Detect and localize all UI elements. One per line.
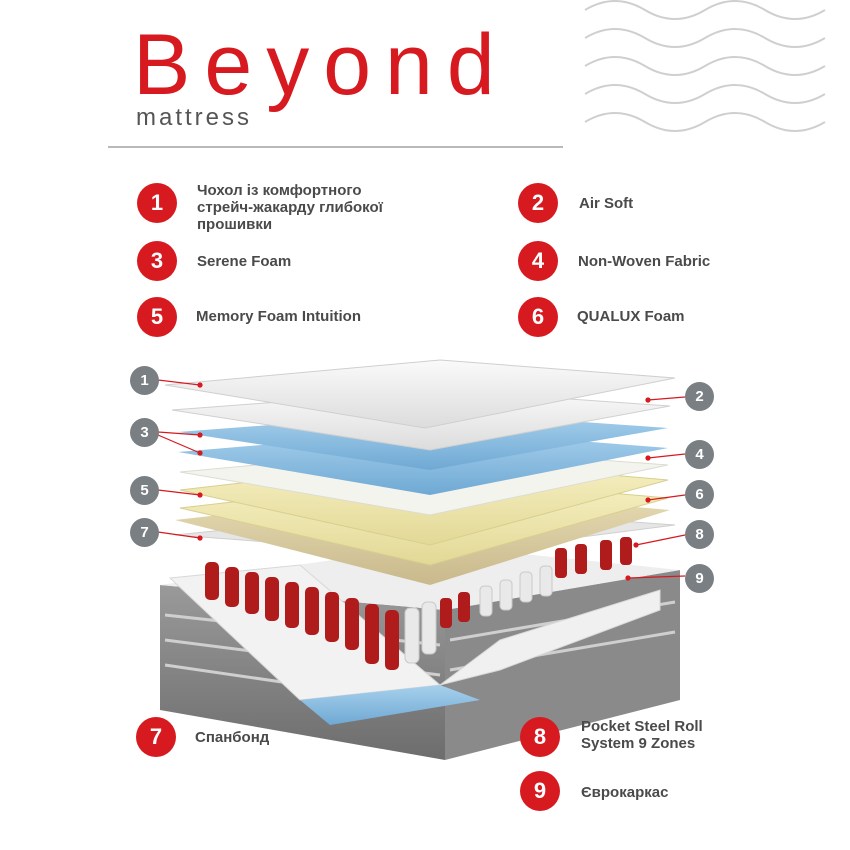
callout-badge-7: 7	[130, 518, 159, 547]
legend-label-6: QUALUX Foam	[577, 308, 685, 325]
callout-badge-6: 6	[685, 480, 714, 509]
divider	[108, 146, 563, 148]
legend-label-5: Memory Foam Intuition	[196, 308, 361, 325]
mattress-illustration	[157, 359, 686, 760]
layer-cover	[164, 359, 676, 429]
legend-label-7: Спанбонд	[195, 729, 270, 746]
legend-badge-1: 1	[137, 183, 177, 223]
callout-badge-1: 1	[130, 366, 159, 395]
legend-badge-6: 6	[518, 297, 558, 337]
legend-label-3: Serene Foam	[197, 253, 292, 270]
pocket-springs	[205, 537, 632, 670]
legend-badge-3: 3	[137, 241, 177, 281]
legend-label-9: Єврокаркас	[581, 784, 669, 801]
legend-label-8: Pocket Steel Roll System 9 Zones	[581, 718, 703, 752]
legend-badge-9: 9	[520, 771, 560, 811]
brand-title: Beyond	[133, 17, 509, 113]
legend-badge-7: 7	[136, 717, 176, 757]
legend-badge-8: 8	[520, 717, 560, 757]
callout-badge-8: 8	[685, 520, 714, 549]
callout-badge-2: 2	[685, 382, 714, 411]
brand-subtitle: mattress	[136, 104, 253, 131]
legend-badge-4: 4	[518, 241, 558, 281]
callout-badge-5: 5	[130, 476, 159, 505]
callout-badge-4: 4	[685, 440, 714, 469]
callout-badge-9: 9	[685, 564, 714, 593]
legend-label-1: Чохол із комфортного стрейч-жакарду глиб…	[197, 182, 383, 233]
legend-label-2: Air Soft	[579, 195, 634, 212]
legend-badge-5: 5	[137, 297, 177, 337]
legend-badge-2: 2	[518, 183, 558, 223]
legend-label-4: Non-Woven Fabric	[578, 253, 711, 270]
callout-badge-3: 3	[130, 418, 159, 447]
wave-pattern	[584, 0, 826, 132]
